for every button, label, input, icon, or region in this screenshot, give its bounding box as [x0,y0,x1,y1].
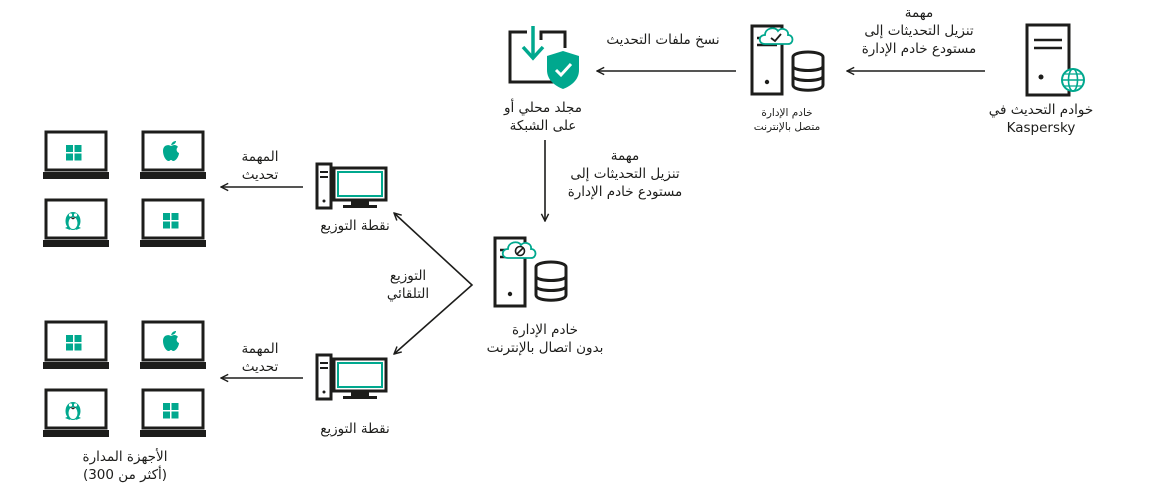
shared-folder-label: مجلد محلي أو على الشبكة [503,100,583,134]
windows-icon [66,335,82,351]
distribution-point-bottom-label: نقطة التوزيع [320,421,390,437]
globe-icon [1061,68,1085,92]
auto-distribution-label: التوزيع التلقائي [386,268,430,302]
linux-icon [65,212,81,230]
windows-icon [163,213,179,229]
cloud-offline-icon [501,241,537,259]
download-arrow-icon [521,26,545,61]
update-task-bottom-label: المهمة تحديث [241,341,279,375]
copy-updates-label: نسخ ملفات التحديث [606,32,720,48]
online-server-label: خادم الإدارة متصل بالإنترنت [753,107,821,133]
offline-server-label: خادم الإدارة بدون اتصال بالإنترنت [486,322,604,356]
windows-icon [66,145,82,161]
arrow-auto-distribution [394,213,474,354]
shared-folder-icon [508,26,579,89]
kaspersky-update-server-icon [1025,23,1085,97]
distribution-point-bottom-icon [315,353,388,401]
managed-devices-label: الأجهزة المدارة (أكثر من 300) [82,449,168,483]
offline-admin-server-icon [493,236,568,308]
apple-icon [163,141,179,161]
distribution-point-top-icon [315,162,388,210]
update-task-top-label: المهمة تحديث [241,149,279,183]
apple-icon [163,331,179,351]
kaspersky-servers-label: خوادم التحديث في Kaspersky [988,102,1094,136]
managed-devices-top-group [41,130,208,249]
download-task-top-label: مهمة تنزيل التحديثات إلى مستودع خادم الإ… [861,5,977,57]
online-admin-server-icon [750,24,825,96]
cloud-check-icon [758,27,794,45]
managed-devices-bottom-group [41,320,208,439]
shield-check-icon [547,51,579,89]
windows-icon [163,403,179,419]
download-task-mid-label: مهمة تنزيل التحديثات إلى مستودع خادم الإ… [567,148,683,200]
distribution-point-top-label: نقطة التوزيع [320,218,390,234]
linux-icon [65,402,81,420]
